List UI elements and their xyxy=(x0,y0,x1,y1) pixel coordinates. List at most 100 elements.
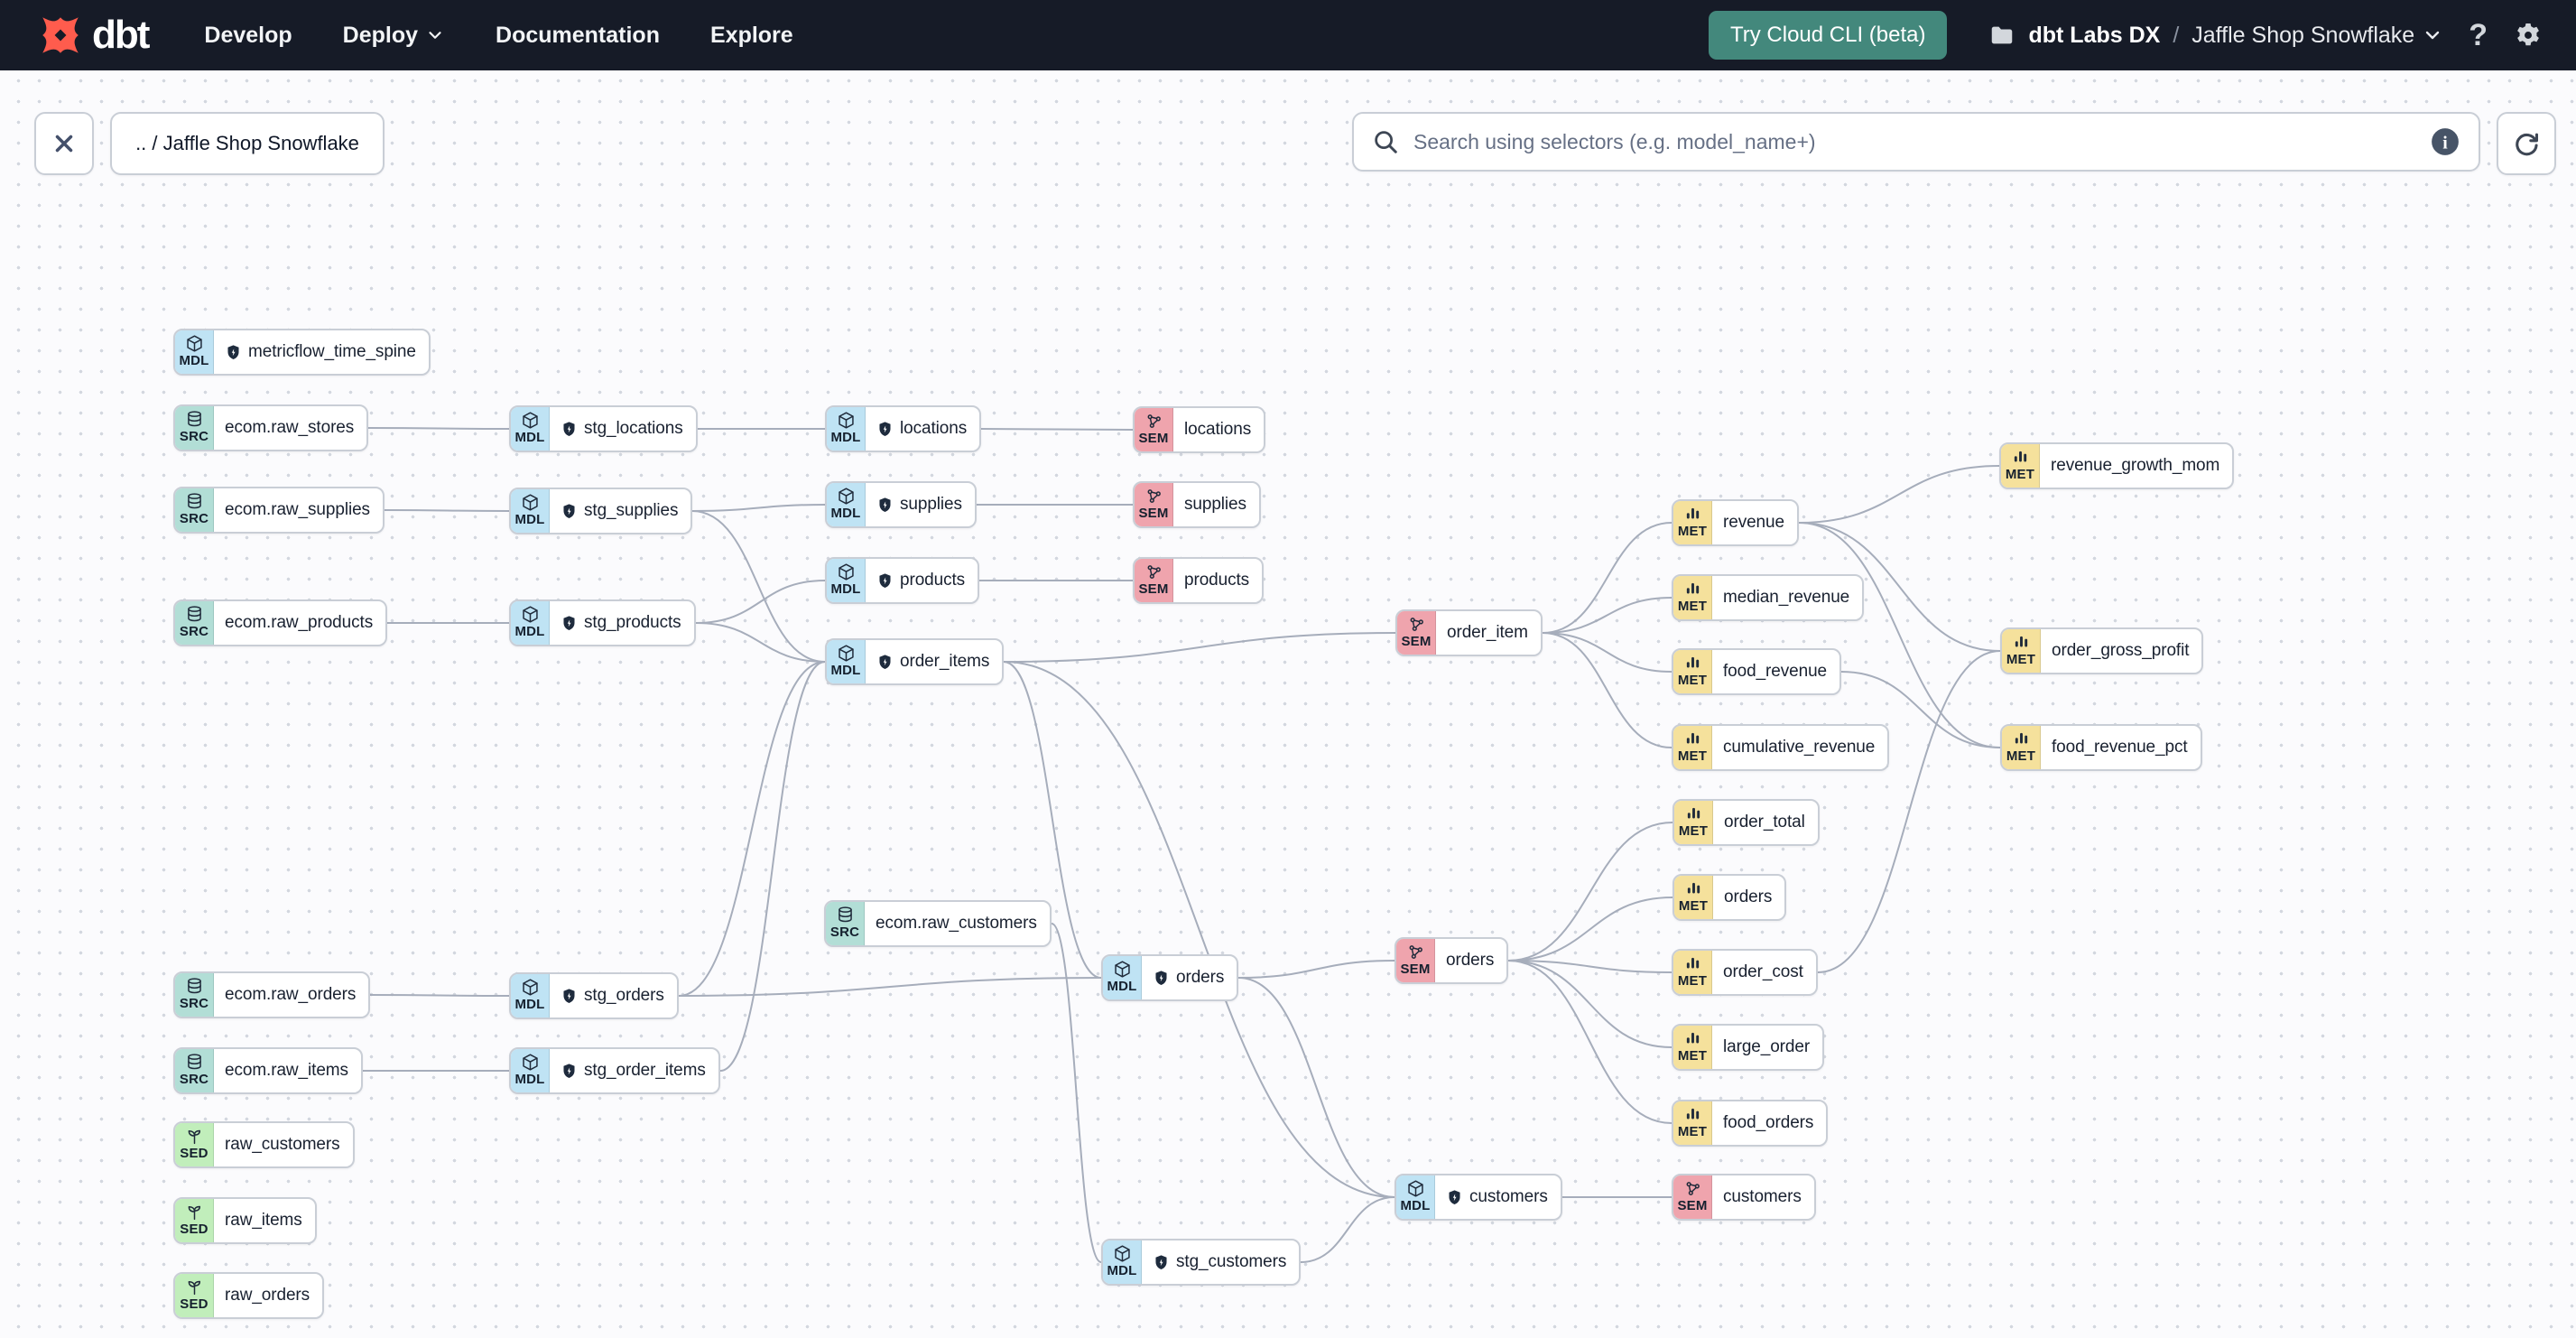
lineage-edge xyxy=(384,509,510,512)
node-label: products xyxy=(900,571,966,590)
dbt-logo-icon xyxy=(42,17,79,53)
node-label: stg_products xyxy=(584,613,681,632)
node-body: raw_orders xyxy=(214,1274,322,1317)
info-icon[interactable]: i xyxy=(2430,126,2460,157)
nav-item-explore[interactable]: Explore xyxy=(709,22,793,48)
node-type-label: MDL xyxy=(514,997,545,1012)
node-body: locations xyxy=(866,407,979,451)
nav-item-deploy[interactable]: Deploy xyxy=(343,23,445,49)
cube-icon: MDL xyxy=(1103,956,1142,999)
shield-badge-icon xyxy=(563,988,575,1003)
account-name[interactable]: dbt Labs DX xyxy=(2028,22,2161,48)
bar-chart-icon: MET xyxy=(2002,629,2041,673)
node-body: supplies xyxy=(1173,483,1259,526)
node-type-label: SRC xyxy=(829,925,860,940)
node-label: food_revenue xyxy=(1723,662,1828,681)
node-type-label: MET xyxy=(1677,1124,1708,1139)
database-icon: SRC xyxy=(175,973,214,1017)
node-body: customers xyxy=(1712,1175,1814,1219)
selector-search[interactable]: i xyxy=(1352,112,2480,172)
node-label: order_items xyxy=(900,652,990,671)
lineage-edge xyxy=(695,580,826,624)
nav-item-develop[interactable]: Develop xyxy=(204,22,292,48)
node-body: cumulative_revenue xyxy=(1712,726,1887,769)
search-input[interactable] xyxy=(1412,128,2430,155)
seedling-icon: SED xyxy=(175,1199,214,1242)
seedling-icon: SED xyxy=(175,1274,214,1317)
lineage-edge xyxy=(1507,960,1673,973)
node-label: ecom.raw_products xyxy=(225,613,374,632)
bar-chart-icon: MET xyxy=(1673,726,1712,769)
semantic-graph-icon: SEM xyxy=(1396,939,1435,982)
dbt-logo[interactable]: dbt xyxy=(40,14,150,56)
close-lineage-button[interactable] xyxy=(34,112,94,175)
node-type-label: SRC xyxy=(179,996,209,1011)
node-seed_raw_orders[interactable]: SED raw_orders xyxy=(173,1272,325,1319)
semantic-graph-icon: SEM xyxy=(1135,559,1173,602)
seedling-icon: SED xyxy=(175,1123,214,1166)
cube-icon: MDL xyxy=(1103,1240,1142,1284)
help-icon[interactable]: ? xyxy=(2469,17,2488,52)
lineage-edge xyxy=(1003,632,1396,663)
node-type-label: SEM xyxy=(1400,962,1431,977)
shield-badge-icon xyxy=(879,572,891,588)
lineage-edge xyxy=(695,622,826,663)
node-stg_orders[interactable]: MDL stg_orders xyxy=(509,972,679,1019)
node-label: orders xyxy=(1724,887,1773,906)
node-label: raw_orders xyxy=(225,1286,310,1305)
nav-item-documentation[interactable]: Documentation xyxy=(496,22,660,48)
breadcrumb[interactable]: .. / Jaffle Shop Snowflake xyxy=(110,112,385,175)
lineage-edge xyxy=(691,504,826,512)
refresh-button[interactable] xyxy=(2497,112,2556,175)
node-label: stg_orders xyxy=(584,986,664,1005)
node-type-label: MET xyxy=(1677,599,1708,614)
lineage-edge xyxy=(980,428,1134,431)
try-cloud-cli-button[interactable]: Try Cloud CLI (beta) xyxy=(1708,11,1948,60)
node-body: food_revenue xyxy=(1712,650,1839,693)
project-selector[interactable]: Jaffle Shop Snowflake xyxy=(2191,23,2443,49)
gear-icon[interactable] xyxy=(2513,20,2544,51)
semantic-graph-icon: SEM xyxy=(1673,1175,1712,1219)
node-type-label: SRC xyxy=(179,429,209,444)
